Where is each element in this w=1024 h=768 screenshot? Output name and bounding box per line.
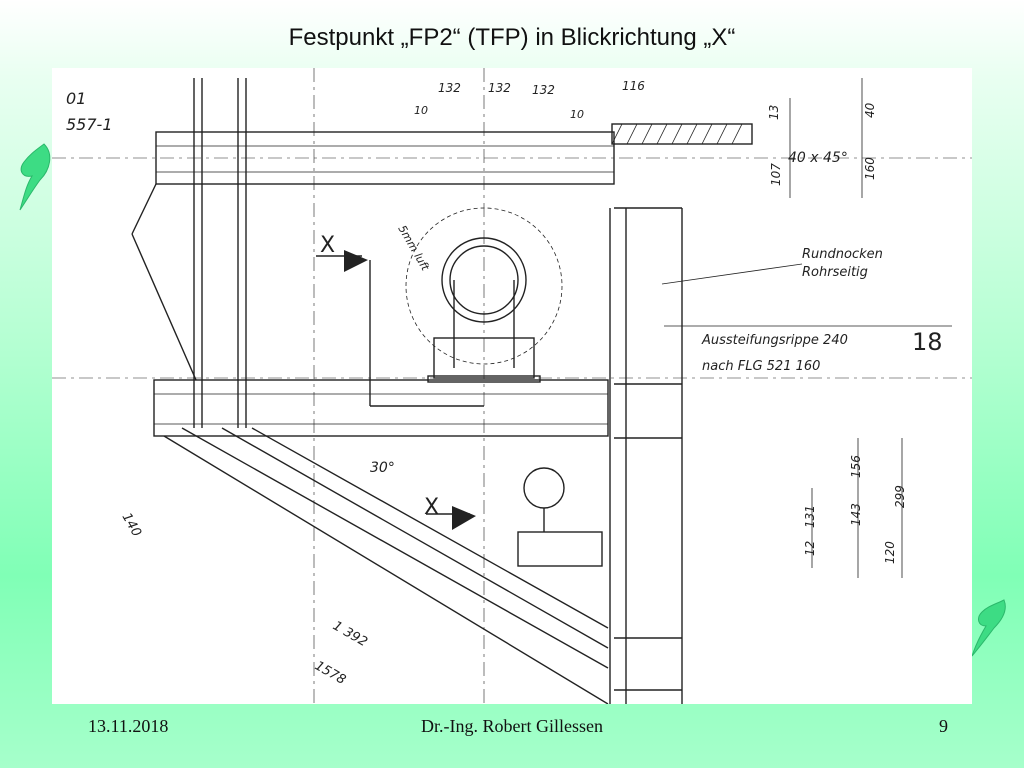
svg-text:160: 160	[863, 157, 877, 180]
svg-text:12: 12	[803, 541, 817, 556]
footer-date: 13.11.2018	[88, 716, 169, 736]
svg-text:40 x 45°: 40 x 45°	[788, 150, 848, 166]
svg-text:10: 10	[570, 108, 584, 121]
svg-text:143: 143	[849, 503, 863, 526]
svg-text:131: 131	[803, 505, 817, 528]
svg-text:132: 132	[438, 81, 461, 95]
footer-page-number: 9	[939, 716, 948, 736]
technical-drawing-svg: 01 557-1 132 132 132 116 10 10 40 x 45° …	[52, 68, 972, 704]
svg-text:132: 132	[532, 83, 555, 97]
svg-text:120: 120	[883, 541, 897, 564]
svg-text:156: 156	[849, 455, 863, 478]
svg-text:40: 40	[863, 102, 877, 118]
svg-text:10: 10	[414, 104, 428, 117]
svg-text:X: X	[320, 233, 335, 258]
technical-drawing: 01 557-1 132 132 132 116 10 10 40 x 45° …	[52, 68, 972, 704]
svg-text:X: X	[424, 495, 439, 520]
svg-text:nach FLG 521 160: nach FLG 521 160	[702, 359, 820, 374]
slide-title: Festpunkt „FP2“ (TFP) in Blickrichtung „…	[288, 24, 736, 51]
svg-text:557-1: 557-1	[66, 115, 113, 134]
leaf-decoration-left-icon	[19, 143, 51, 211]
svg-text:Aussteifungsrippe 240: Aussteifungsrippe 240	[701, 333, 848, 348]
svg-text:Rohrseitig: Rohrseitig	[802, 265, 868, 280]
svg-text:116: 116	[622, 79, 645, 93]
leaf-decoration-right-icon	[971, 599, 1006, 657]
svg-text:01: 01	[66, 89, 86, 108]
svg-text:Rundnocken: Rundnocken	[802, 247, 883, 262]
svg-text:13: 13	[767, 105, 781, 120]
footer-author: Dr.-Ing. Robert Gillessen	[421, 716, 603, 736]
svg-text:132: 132	[488, 81, 511, 95]
svg-text:18: 18	[912, 328, 943, 356]
svg-text:30°: 30°	[370, 460, 395, 476]
svg-text:107: 107	[769, 163, 783, 186]
svg-text:299: 299	[893, 485, 907, 508]
